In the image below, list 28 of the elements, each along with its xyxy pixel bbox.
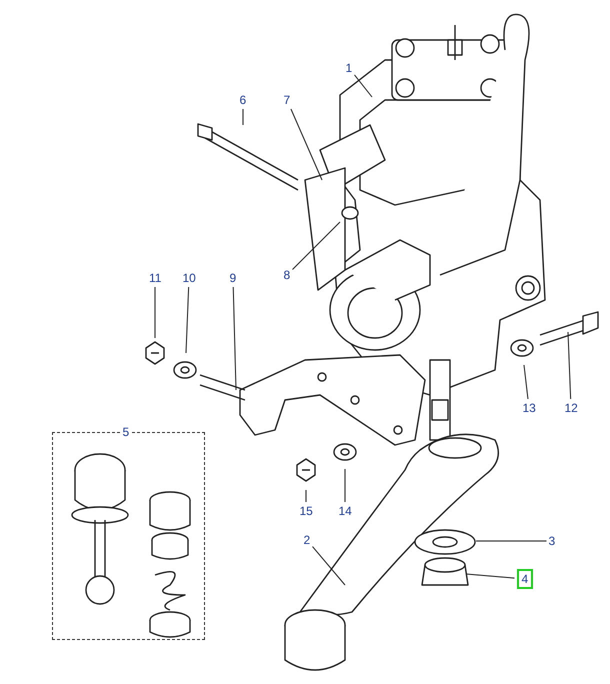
leader-line (466, 574, 515, 579)
leader-line (568, 332, 572, 400)
callout-number: 7 (284, 93, 290, 107)
leader-line (232, 286, 236, 390)
leader-line (354, 74, 372, 98)
leader-line (292, 222, 340, 270)
callout-number: 11 (149, 271, 162, 285)
callout-number: 3 (548, 534, 556, 548)
leader-line (154, 286, 156, 338)
leader-line (344, 468, 346, 502)
leader-line (524, 364, 528, 400)
callout-number: 1 (346, 61, 352, 75)
leader-line (186, 286, 190, 354)
callout-number: 8 (284, 268, 290, 282)
leader-line (290, 108, 322, 180)
leader-line (242, 108, 244, 126)
leader-line (476, 540, 547, 542)
callout-number: 14 (338, 504, 352, 518)
callout-number: 4 (516, 569, 534, 589)
leader-line (312, 546, 346, 586)
callout-number: 15 (300, 504, 313, 518)
callout-number: 12 (564, 401, 578, 415)
callout-number: 10 (182, 271, 196, 285)
callout-number: 5 (120, 425, 132, 439)
callout-number: 9 (230, 271, 236, 285)
callout-number: 6 (240, 93, 246, 107)
callout-number: 2 (304, 533, 310, 547)
callout-number: 13 (522, 401, 536, 415)
